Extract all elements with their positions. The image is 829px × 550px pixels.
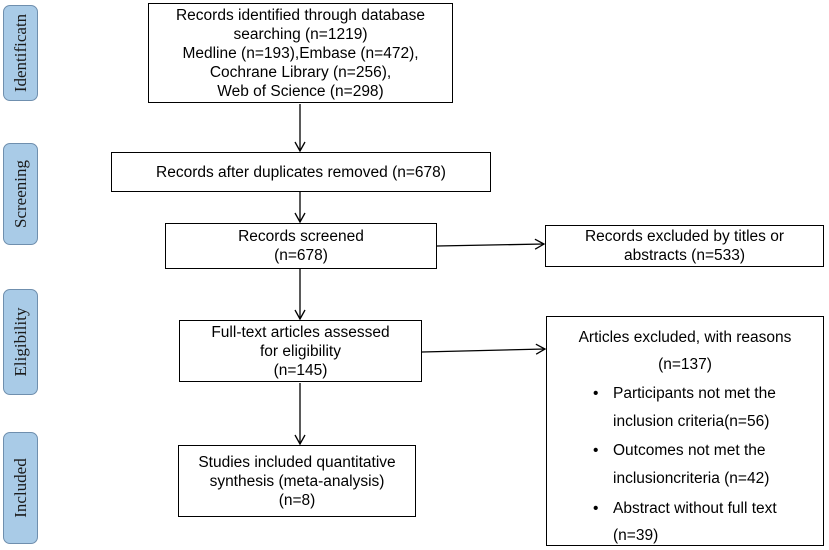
identification-box: Records identified through database sear… [148,3,453,103]
duplicates-box: Records after duplicates removed (n=678) [111,152,491,192]
box-line: Studies included quantitative [198,453,396,471]
arrow-screened-to-excluded [436,238,546,250]
box-line: searching (n=1219) [233,25,368,43]
stage-included: Included [3,432,38,544]
fulltext-box: Full-text articles assessed for eligibil… [179,320,422,382]
excluded-reasons-box: Articles excluded, with reasons (n=137) … [546,316,824,546]
box-line: Records screened [238,228,364,245]
box-line: Medline (n=193),Embase (n=472), [182,44,419,62]
reason-line: Participants not met the [613,385,776,402]
included-box: Studies included quantitative synthesis … [178,445,416,517]
box-line: abstracts (n=533) [623,247,746,264]
bullet-icon: • [593,442,599,459]
stage-screening: Screening [3,143,38,245]
box-line: for eligibility [260,342,341,360]
box-line: (n=145) [273,361,328,379]
screened-box: Records screened (n=678) [165,223,437,269]
reason-line: Outcomes not met the [613,442,766,459]
box-line: Cochrane Library (n=256), [209,63,392,81]
box-line: (n=8) [278,491,316,509]
box-line: Full-text articles assessed [211,323,390,341]
bullet-icon: • [593,500,599,517]
box-line: Web of Science (n=298) [217,82,384,100]
box-line: Records identified through database [175,6,426,24]
box-line: (n=678) [274,247,328,264]
excluded-reasons-title: Articles excluded, with reasons [578,329,792,346]
excluded-reasons-count: (n=137) [658,356,712,373]
arrow-fulltext-to-reasons [421,343,547,355]
reason-line: inclusion criteria(n=56) [613,413,770,430]
box-line: synthesis (meta-analysis) [209,472,385,490]
stage-identification: Identificatn [3,5,38,101]
reason-line: Abstract without full text [613,500,777,517]
box-line: Records after duplicates removed (n=678) [156,163,446,181]
reason-line: (n=39) [613,527,659,544]
stage-eligibility: Eligibility [3,289,38,395]
reason-line: inclusioncriteria (n=42) [613,470,770,487]
box-line: Records excluded by titles or [584,228,784,245]
bullet-icon: • [593,385,599,402]
excluded-titles-box: Records excluded by titles or abstracts … [545,225,824,267]
